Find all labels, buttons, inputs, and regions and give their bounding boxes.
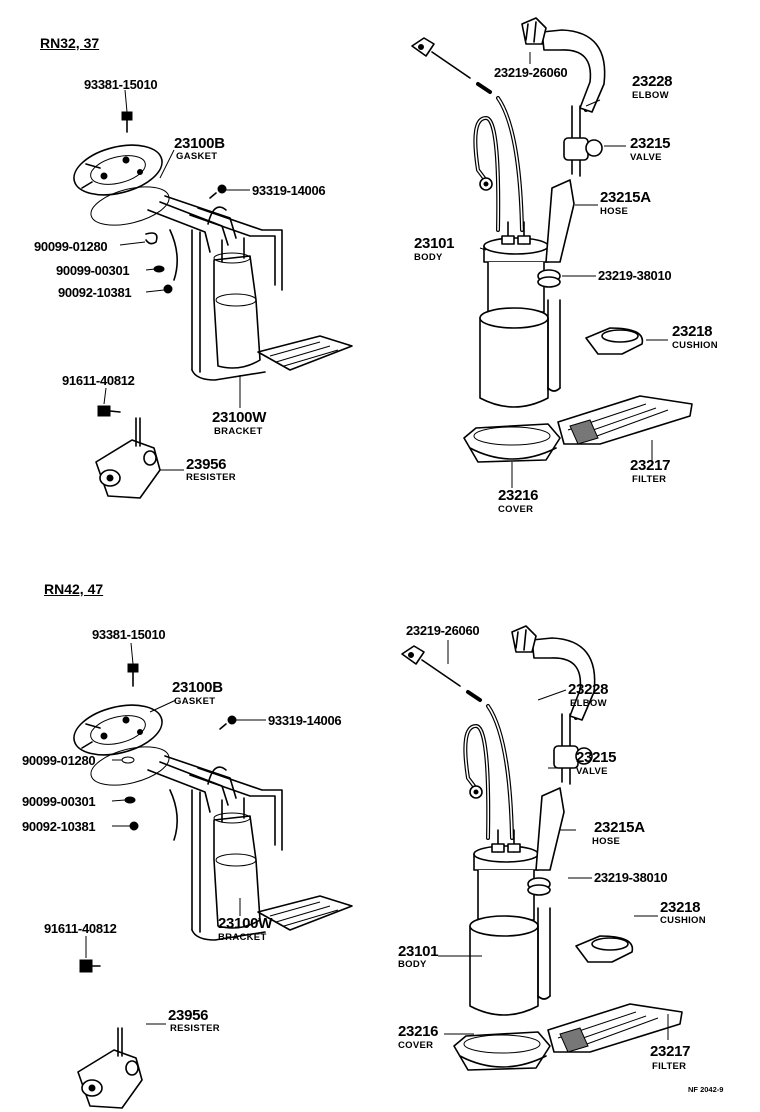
nut-icon [129, 821, 139, 831]
part-name-filter: FILTER [632, 474, 667, 485]
section-title: RN32, 37 [40, 35, 100, 51]
part-number-screw: 93319-14006 [268, 713, 342, 728]
resister-illustration [77, 1027, 143, 1109]
clip-icon [121, 756, 135, 764]
part-number-resister-bolt: 91611-40812 [44, 921, 117, 936]
part-number-clamp: 90099-00301 [56, 263, 130, 278]
resister-bolt-icon [97, 405, 121, 417]
part-name-gasket: GASKET [174, 696, 216, 707]
part-number-hose-clip: 23219-26060 [494, 65, 568, 80]
part-number-cover: 23216 [498, 487, 539, 504]
part-number-hose: 23215A [600, 189, 651, 206]
part-name-hose: HOSE [592, 836, 621, 847]
part-name-bracket: BRACKET [214, 426, 263, 437]
screw-icon [209, 184, 227, 199]
part-name-resister: RESISTER [170, 1023, 220, 1034]
part-number-body: 23101 [398, 943, 439, 960]
part-number-clip: 90099-01280 [34, 239, 108, 254]
part-number-screw: 93319-14006 [252, 183, 326, 198]
clip-icon [145, 232, 158, 245]
bracket-assembly-illustration [67, 135, 353, 381]
part-number-clip: 90099-01280 [22, 753, 96, 768]
part-number-bracket: 23100W [218, 915, 273, 932]
part-number-hose-clamp: 23219-38010 [594, 870, 668, 885]
part-name-elbow: ELBOW [570, 698, 607, 709]
part-name-gasket: GASKET [176, 151, 218, 162]
part-number-elbow: 23228 [568, 681, 609, 698]
part-name-resister: RESISTER [186, 472, 236, 483]
part-number-cushion: 23218 [660, 899, 701, 916]
part-number-filter: 23217 [650, 1043, 691, 1060]
part-number-resister: 23956 [168, 1007, 209, 1024]
part-name-body: BODY [398, 959, 427, 970]
part-number-hose-clamp: 23219-38010 [598, 268, 672, 283]
part-name-body: BODY [414, 252, 443, 263]
resister-bolt-icon [79, 959, 101, 973]
part-number-resister: 23956 [186, 456, 227, 473]
bracket-assembly-illustration [67, 695, 353, 941]
clamp-icon [153, 265, 165, 273]
part-number-valve: 23215 [576, 749, 617, 766]
nut-icon [163, 284, 173, 294]
part-name-bracket: BRACKET [218, 932, 267, 943]
bolt-icon [121, 111, 133, 133]
section-rn32-37-artwork [67, 16, 694, 499]
part-name-elbow: ELBOW [632, 90, 669, 101]
part-number-elbow: 23228 [632, 73, 673, 90]
resister-illustration [95, 417, 161, 499]
screw-icon [219, 715, 237, 730]
pump-body-illustration [400, 624, 684, 1072]
part-name-cushion: CUSHION [660, 915, 706, 926]
part-name-valve: VALVE [630, 152, 662, 163]
clamp-icon [124, 796, 136, 804]
part-number-nut: 90092-10381 [22, 819, 96, 834]
part-name-hose: HOSE [600, 206, 629, 217]
part-number-nut: 90092-10381 [58, 285, 132, 300]
part-number-filter: 23217 [630, 457, 671, 474]
section-rn42-47-artwork [67, 624, 684, 1109]
part-number-resister-bolt: 91611-40812 [62, 373, 135, 388]
part-number-valve: 23215 [630, 135, 671, 152]
part-name-cover: COVER [498, 504, 534, 515]
footer-code: NF 2042-9 [688, 1085, 724, 1094]
part-number-clamp: 90099-00301 [22, 794, 96, 809]
part-number-cushion: 23218 [672, 323, 713, 340]
part-number-bracket: 23100W [212, 409, 267, 426]
part-number-hose-clip: 23219-26060 [406, 623, 480, 638]
part-number-body: 23101 [414, 235, 455, 252]
part-number-gasket: 23100B [172, 679, 223, 696]
part-name-cushion: CUSHION [672, 340, 718, 351]
part-name-filter: FILTER [652, 1061, 687, 1072]
section-title: RN42, 47 [44, 581, 104, 597]
part-number-bolt: 93381-15010 [92, 627, 166, 642]
bolt-icon [127, 663, 139, 687]
part-name-cover: COVER [398, 1040, 434, 1051]
part-number-hose: 23215A [594, 819, 645, 836]
part-number-bolt: 93381-15010 [84, 77, 158, 92]
part-name-valve: VALVE [576, 766, 608, 777]
part-number-gasket: 23100B [174, 135, 225, 152]
part-number-cover: 23216 [398, 1023, 439, 1040]
